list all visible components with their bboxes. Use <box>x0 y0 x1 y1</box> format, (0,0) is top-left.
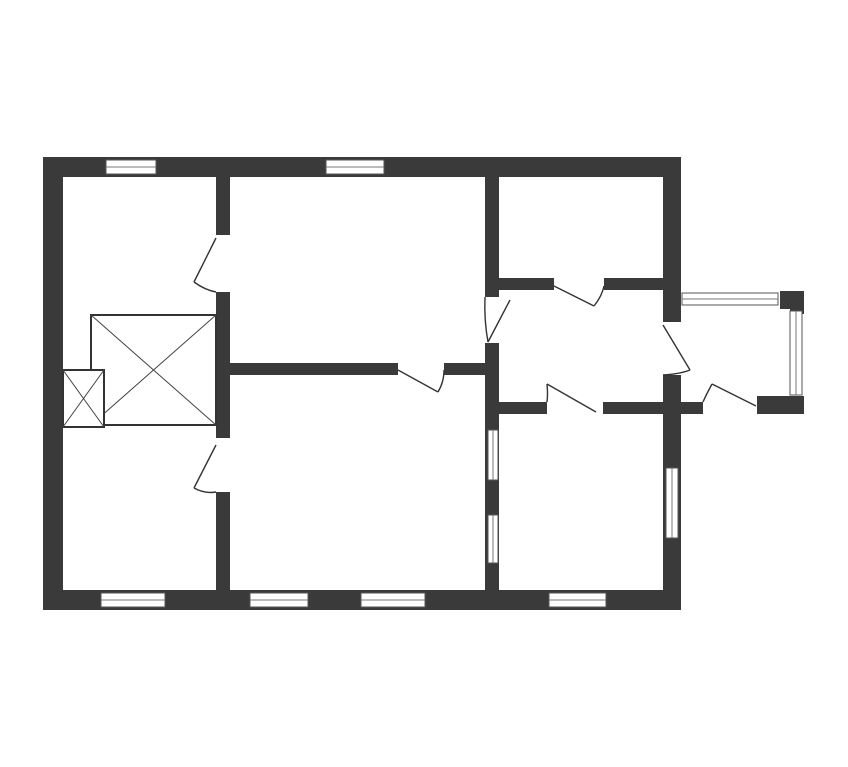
door-hall-right <box>662 324 691 371</box>
door-right-upper <box>487 299 511 343</box>
interior-wall-center-h-right <box>444 363 486 375</box>
walls <box>43 157 804 610</box>
interior-wall-left-mid <box>216 292 230 438</box>
interior-wall-closet-right <box>604 278 663 290</box>
door-balcony <box>711 383 757 407</box>
balcony-wall-corner-bottom <box>757 396 804 414</box>
door-closet <box>553 285 595 307</box>
doors <box>193 237 757 494</box>
interior-wall-lower-right-a <box>499 402 547 414</box>
interior-wall-lower-right-b <box>603 402 703 414</box>
ventilation-shafts <box>62 314 217 428</box>
door-center <box>397 369 439 393</box>
outer-wall-left <box>43 157 63 610</box>
interior-wall-closet-left <box>499 278 554 290</box>
door-lower-right <box>546 383 597 413</box>
interior-wall-left-lower <box>216 492 230 590</box>
interior-wall-center-h <box>230 363 398 375</box>
interior-wall-left-upper <box>216 177 230 235</box>
door-left-lower <box>193 444 217 489</box>
windows <box>100 159 803 608</box>
outer-wall-right-upper <box>663 157 681 322</box>
door-left-upper <box>193 237 217 283</box>
interior-wall-right-upper <box>485 177 499 297</box>
